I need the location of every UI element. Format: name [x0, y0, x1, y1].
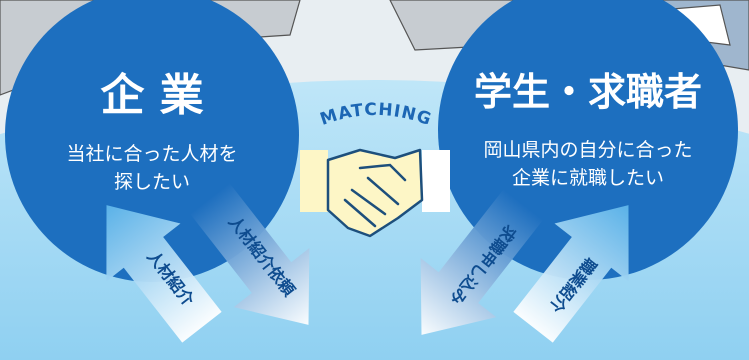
seeker-desc-line1: 岡山県内の自分に合った: [483, 139, 692, 161]
company-desc-line2: 探したい: [114, 171, 190, 193]
company-desc-line1: 当社に合った人材を: [66, 143, 237, 165]
company-title: 企 業: [100, 70, 203, 121]
seeker-desc-line2: 企業に就職したい: [512, 167, 664, 189]
seeker-title: 学生・求職者: [474, 70, 702, 114]
handshake-icon: [300, 148, 450, 238]
